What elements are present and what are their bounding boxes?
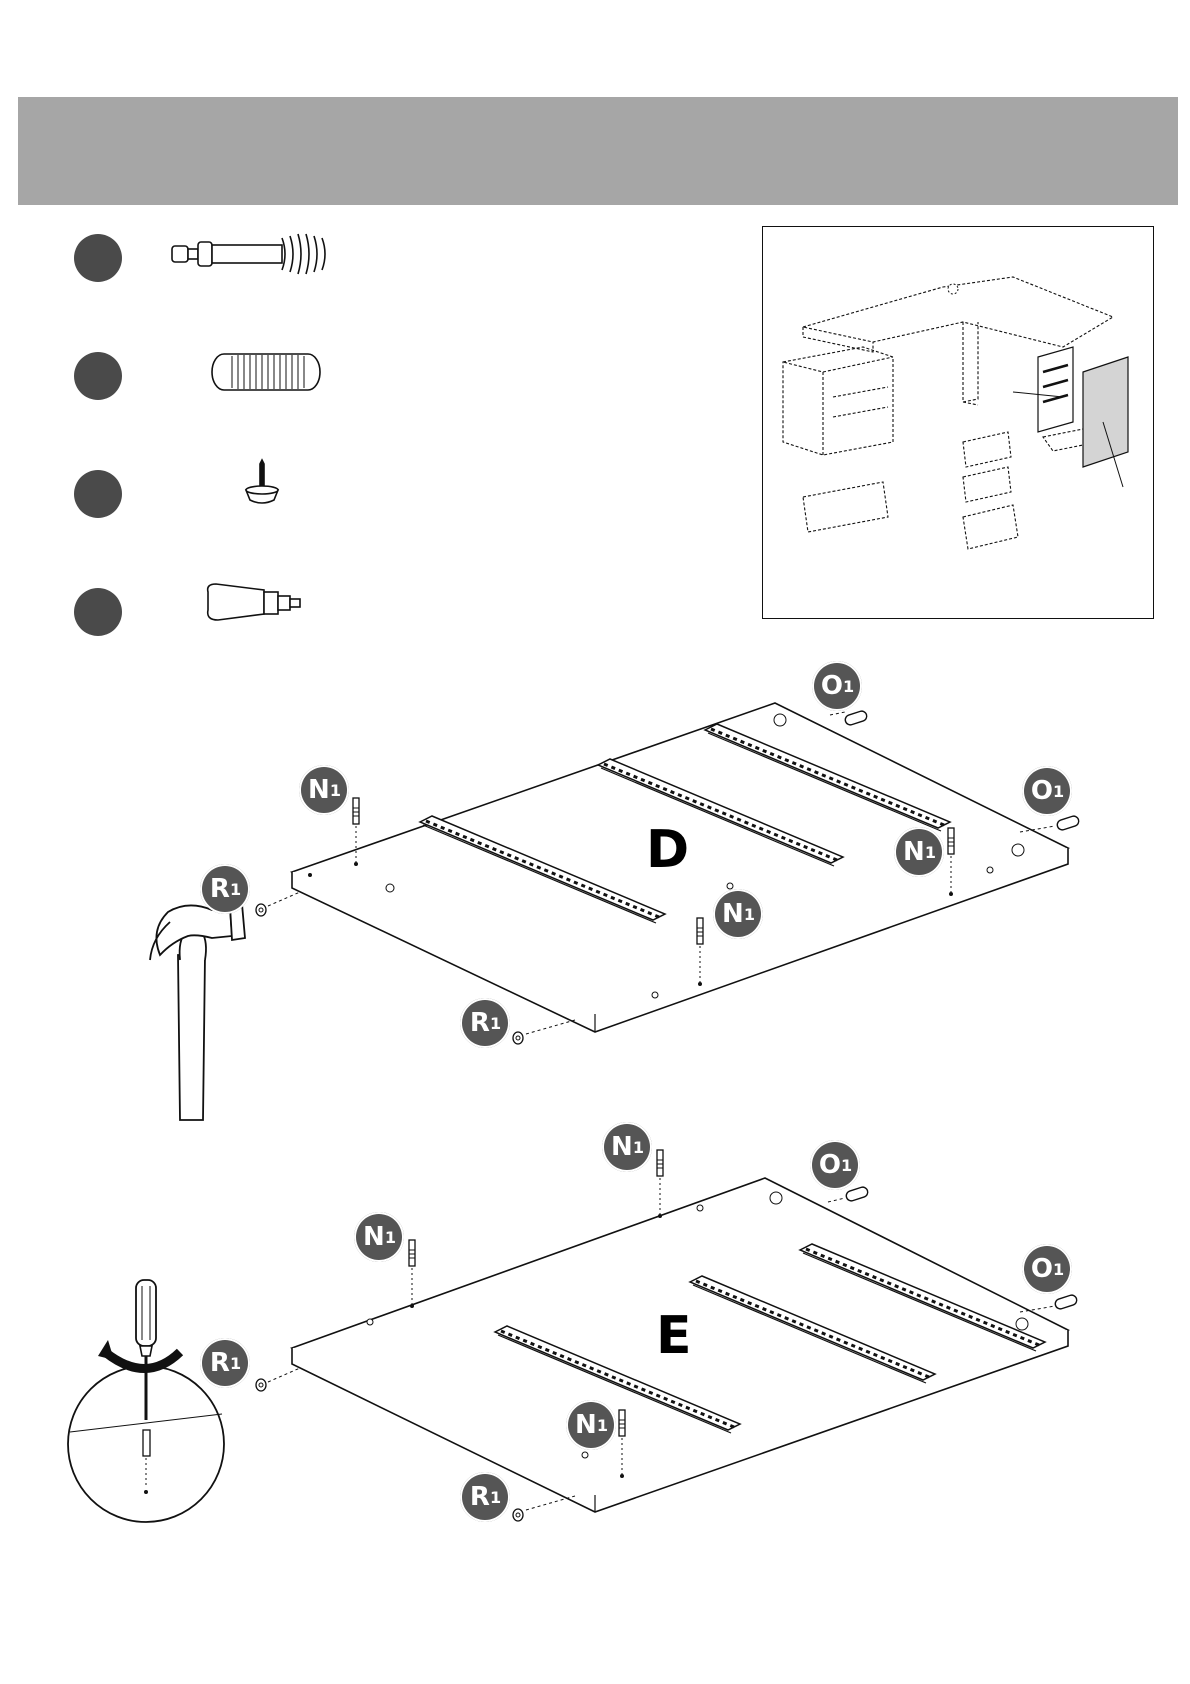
panel-label-e: E [656,1306,692,1366]
screwdriver-icon [68,1280,224,1522]
hammer-icon [150,904,245,1120]
panel-label-d: D [646,820,689,880]
